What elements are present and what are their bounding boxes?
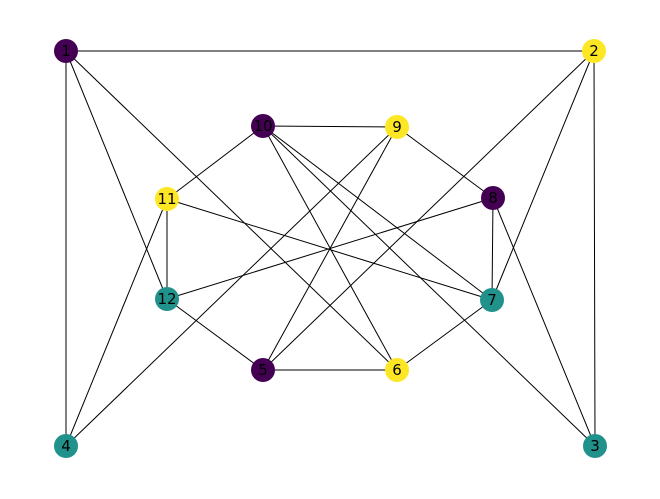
graph-edge-4-11 <box>65 198 168 447</box>
graph-node-label-6: 6 <box>392 361 402 379</box>
graph-edge-7-8 <box>491 197 494 301</box>
graph-edge-10-11 <box>166 125 264 200</box>
graph-edge-4-9 <box>65 126 398 447</box>
graph-node-10 <box>251 114 275 138</box>
graph-edge-2-7 <box>491 50 595 301</box>
graph-node-label-10: 10 <box>253 117 272 135</box>
graph-edge-6-7 <box>396 299 493 371</box>
graph-node-3 <box>583 434 607 458</box>
graph-edge-9-10 <box>262 125 398 128</box>
graph-node-label-5: 5 <box>258 361 268 379</box>
graph-node-11 <box>155 187 179 211</box>
graph-edge-7-11 <box>166 198 493 301</box>
graph-edge-1-6 <box>65 50 398 371</box>
graph-node-label-7: 7 <box>487 291 497 309</box>
graph-edge-8-9 <box>396 126 494 199</box>
graph-node-label-2: 2 <box>589 42 599 60</box>
graph-node-7 <box>480 288 504 312</box>
graph-node-label-3: 3 <box>590 437 600 455</box>
graph-node-4 <box>54 434 78 458</box>
nodes-layer <box>54 39 607 458</box>
graph-edge-7-10 <box>262 125 493 301</box>
graph-edge-5-12 <box>166 298 264 371</box>
graph-node-label-9: 9 <box>392 118 402 136</box>
graph-node-2 <box>582 39 606 63</box>
graph-node-6 <box>385 358 409 382</box>
graph-node-label-4: 4 <box>61 437 71 455</box>
graph-edge-8-12 <box>166 197 494 300</box>
graph-edge-3-10 <box>262 125 596 447</box>
graph-node-9 <box>385 115 409 139</box>
graph-node-label-11: 11 <box>157 190 176 208</box>
graph-node-8 <box>481 186 505 210</box>
graph-edge-2-5 <box>262 50 595 371</box>
graph-node-12 <box>155 287 179 311</box>
graph-node-label-8: 8 <box>488 189 498 207</box>
graph-node-1 <box>54 39 78 63</box>
graph-edge-2-3 <box>593 50 596 447</box>
graph-node-label-12: 12 <box>157 290 176 308</box>
graph-edge-1-12 <box>65 50 168 300</box>
graph-edge-3-8 <box>492 197 596 447</box>
graph-node-label-1: 1 <box>61 42 71 60</box>
graph-node-5 <box>251 358 275 382</box>
edges-layer <box>65 50 596 447</box>
